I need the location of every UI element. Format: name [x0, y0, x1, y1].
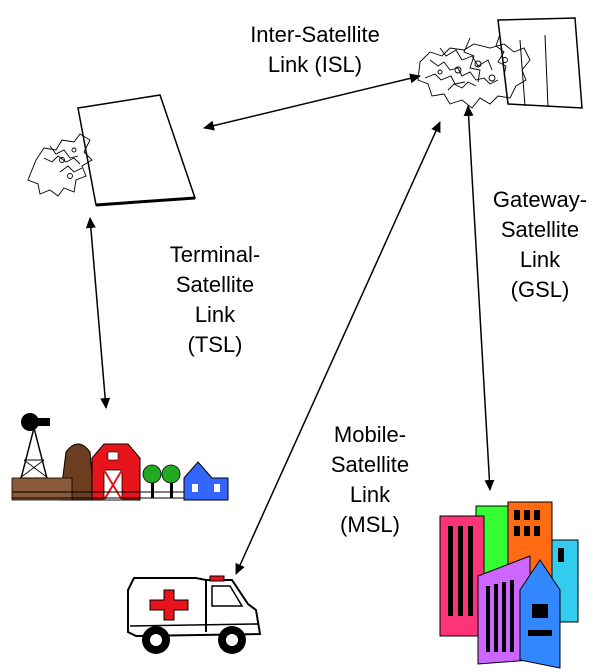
gsl-label-line: Satellite [500, 217, 580, 242]
satellite-left-icon [27, 94, 197, 207]
tsl-label-line: (TSL) [187, 332, 243, 357]
msl-label: Mobile- Satellite Link (MSL) [300, 420, 440, 540]
trees-icon [142, 464, 181, 498]
isl-link-arrow [203, 73, 421, 131]
ambulance-icon [127, 575, 262, 654]
tsl-label-line: Link [194, 302, 236, 327]
satellite-right-icon [417, 17, 583, 109]
isl-label-line: Link (ISL) [267, 52, 363, 77]
msl-label-line: (MSL) [340, 512, 400, 537]
gsl-label-line: (GSL) [510, 277, 570, 302]
house-icon [183, 461, 229, 501]
gsl-link-arrow [463, 105, 495, 491]
gsl-label-line: Gateway- [492, 187, 588, 212]
gsl-label-line: Link [519, 247, 561, 272]
tsl-label-line: Satellite [175, 272, 255, 297]
isl-label-line: Inter-Satellite [250, 22, 380, 47]
tsl-label-line: Terminal- [169, 242, 261, 267]
msl-label-line: Link [349, 482, 391, 507]
gsl-label: Gateway- Satellite Link (GSL) [470, 185, 610, 305]
farm-terminal-icon [11, 413, 229, 501]
tsl-link-arrow [85, 217, 111, 409]
city-gateway-icon [439, 501, 579, 669]
isl-label: Inter-Satellite Link (ISL) [205, 20, 425, 80]
tsl-label: Terminal- Satellite Link (TSL) [140, 240, 290, 360]
msl-link-arrow [235, 121, 441, 575]
msl-label-line: Mobile- [333, 422, 407, 447]
msl-label-line: Satellite [330, 452, 410, 477]
